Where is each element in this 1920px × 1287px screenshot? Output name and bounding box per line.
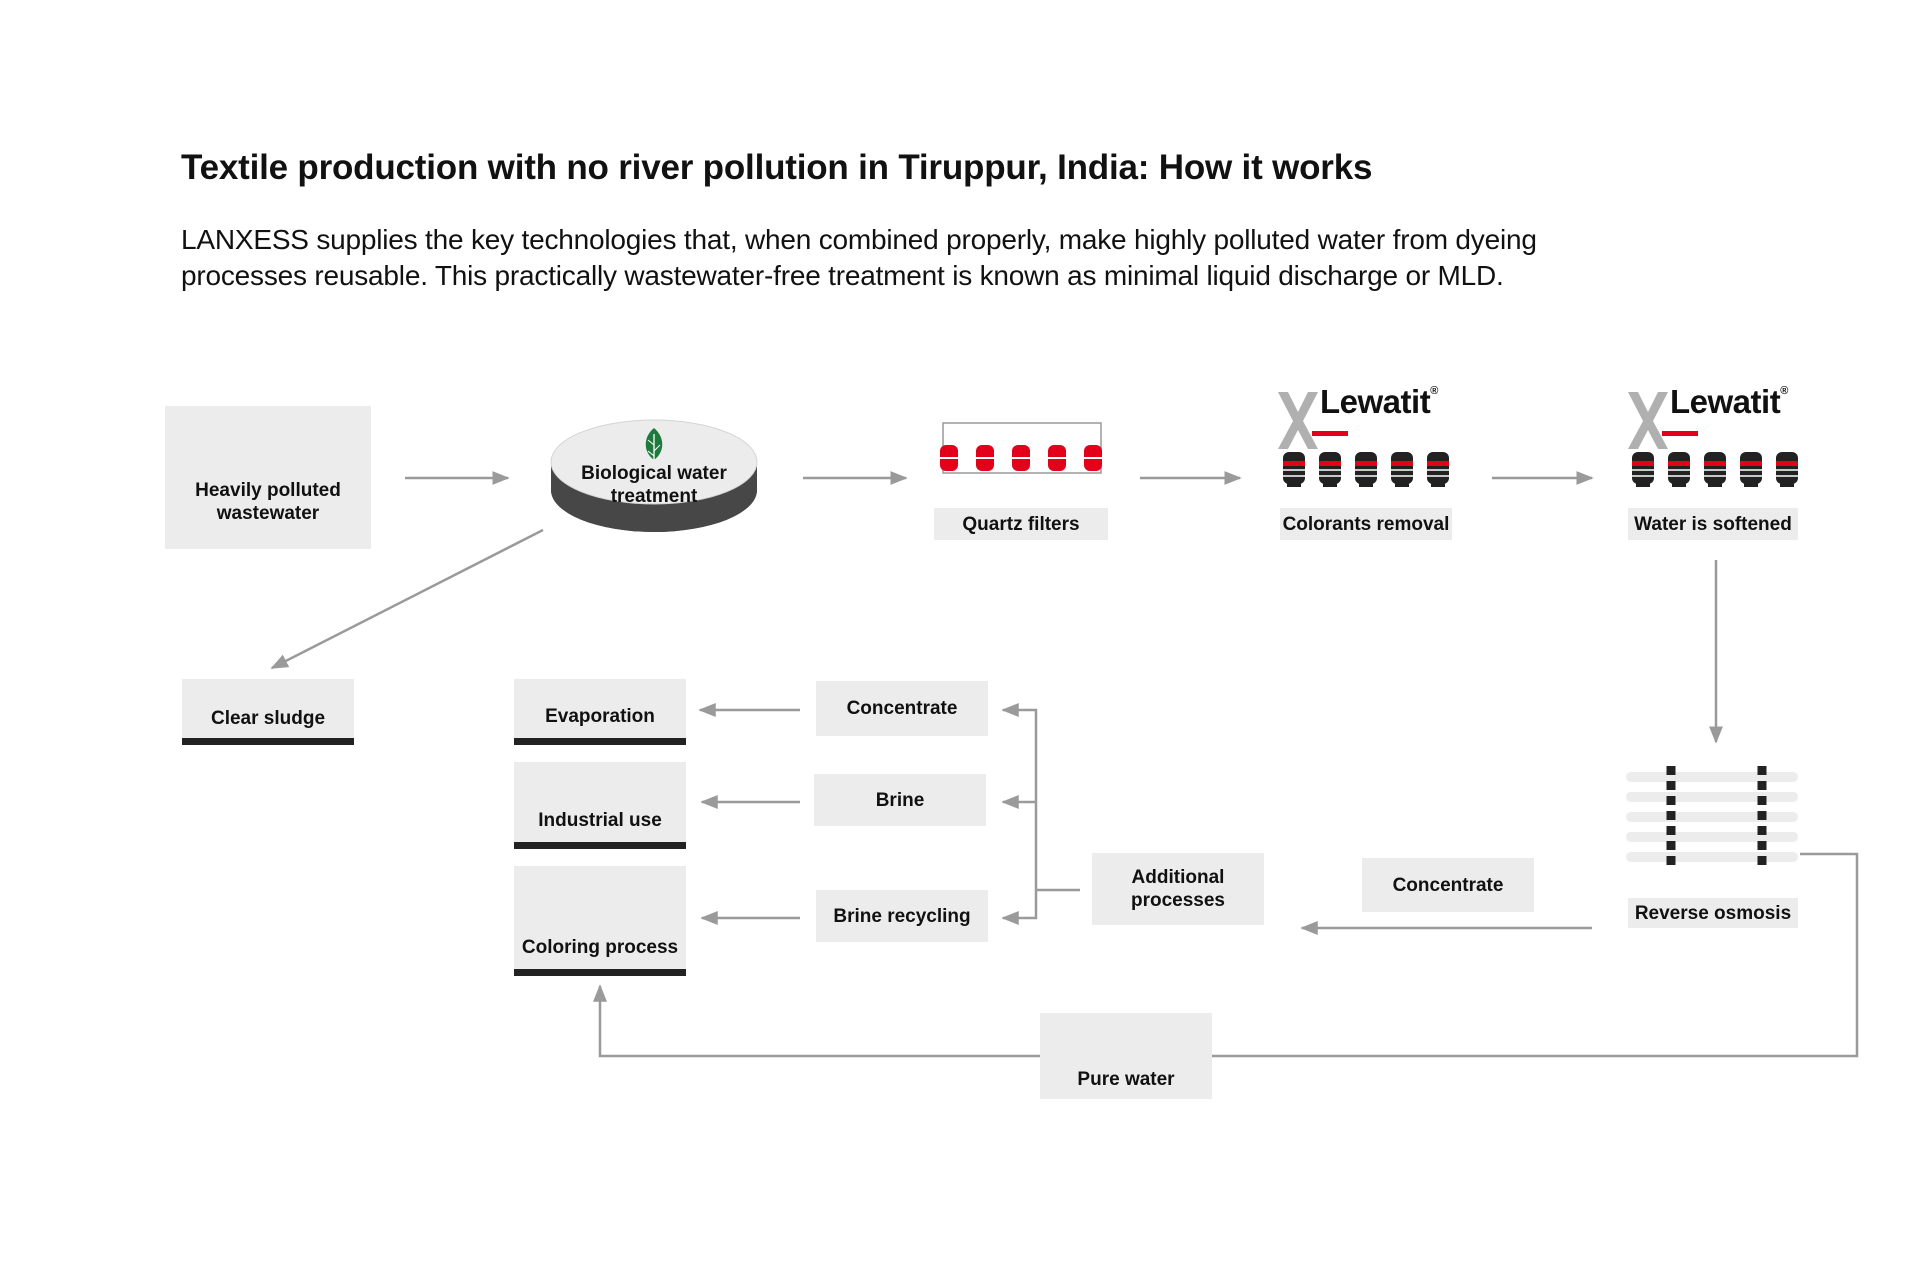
node-concentrate-left-label: Concentrate — [846, 698, 958, 719]
node-coloring: Coloring process — [514, 866, 686, 976]
node-colorants-label: Colorants removal — [1282, 513, 1450, 535]
node-quartz: Quartz filters — [934, 508, 1108, 540]
node-evaporation-label: Evaporation — [545, 706, 655, 727]
lewatit-brand-2-mark: ® — [1780, 385, 1788, 397]
arrow-bio-to-sludge — [270, 528, 544, 670]
node-concentrate-right: Concentrate — [1362, 858, 1534, 912]
node-sludge-label: Clear sludge — [210, 708, 326, 729]
node-bio-label: Biological water treatment — [581, 463, 727, 507]
lewatit-brand-1-mark: ® — [1430, 385, 1438, 397]
branch-trunk — [1001, 703, 1038, 890]
quartz-filter-icon — [940, 422, 1102, 474]
node-concentrate-left: Concentrate — [816, 681, 988, 736]
node-brine: Brine — [814, 774, 986, 826]
page-title: Textile production with no river polluti… — [181, 148, 1373, 187]
node-additional: Additional processes — [1092, 853, 1264, 925]
node-sludge: Clear sludge — [182, 679, 354, 745]
pure-water-loop — [593, 852, 1859, 1058]
lewatit-logo-mark-2 — [1628, 392, 1698, 449]
node-brine-label: Brine — [875, 789, 925, 811]
node-softened: Water is softened — [1628, 508, 1798, 540]
node-reverse-osmosis: Reverse osmosis — [1628, 898, 1798, 928]
node-softened-label: Water is softened — [1634, 513, 1792, 535]
node-additional-label: Additional processes — [1130, 867, 1225, 911]
leaf-icon — [645, 428, 663, 460]
node-evaporation: Evaporation — [514, 679, 686, 745]
membrane-modules-icon — [1626, 766, 1798, 866]
ion-exchange-columns-icon-softened — [1632, 452, 1798, 487]
node-reverse-osmosis-label: Reverse osmosis — [1634, 902, 1792, 924]
bio-treatment-disc — [550, 419, 758, 532]
node-wastewater: Heavily polluted wastewater — [165, 406, 371, 549]
node-coloring-label: Coloring process — [521, 937, 679, 958]
node-industrial-label: Industrial use — [538, 810, 662, 831]
node-pure-water: Pure water — [1040, 1013, 1212, 1099]
node-brine-recycling-label: Brine recycling — [833, 905, 971, 927]
node-brine-recycling: Brine recycling — [816, 890, 988, 942]
branch-brine-recycling — [1001, 890, 1038, 925]
node-pure-water-label: Pure water — [1077, 1069, 1175, 1090]
lewatit-brand-2: Lewatit® — [1670, 383, 1788, 421]
connectors — [270, 471, 1859, 1058]
ion-exchange-columns-icon-colorants — [1283, 452, 1449, 487]
lewatit-logo-mark-1 — [1278, 392, 1348, 449]
lewatit-brand-1-text: Lewatit — [1320, 383, 1431, 420]
node-colorants: Colorants removal — [1280, 508, 1452, 540]
node-quartz-label: Quartz filters — [962, 513, 1080, 535]
node-wastewater-label: Heavily polluted wastewater — [195, 479, 341, 524]
lewatit-brand-1: Lewatit® — [1320, 383, 1438, 421]
node-industrial: Industrial use — [514, 762, 686, 849]
node-concentrate-right-label: Concentrate — [1392, 874, 1504, 896]
lewatit-brand-2-text: Lewatit — [1670, 383, 1781, 420]
page-subtitle: LANXESS supplies the key technologies th… — [181, 224, 1537, 291]
